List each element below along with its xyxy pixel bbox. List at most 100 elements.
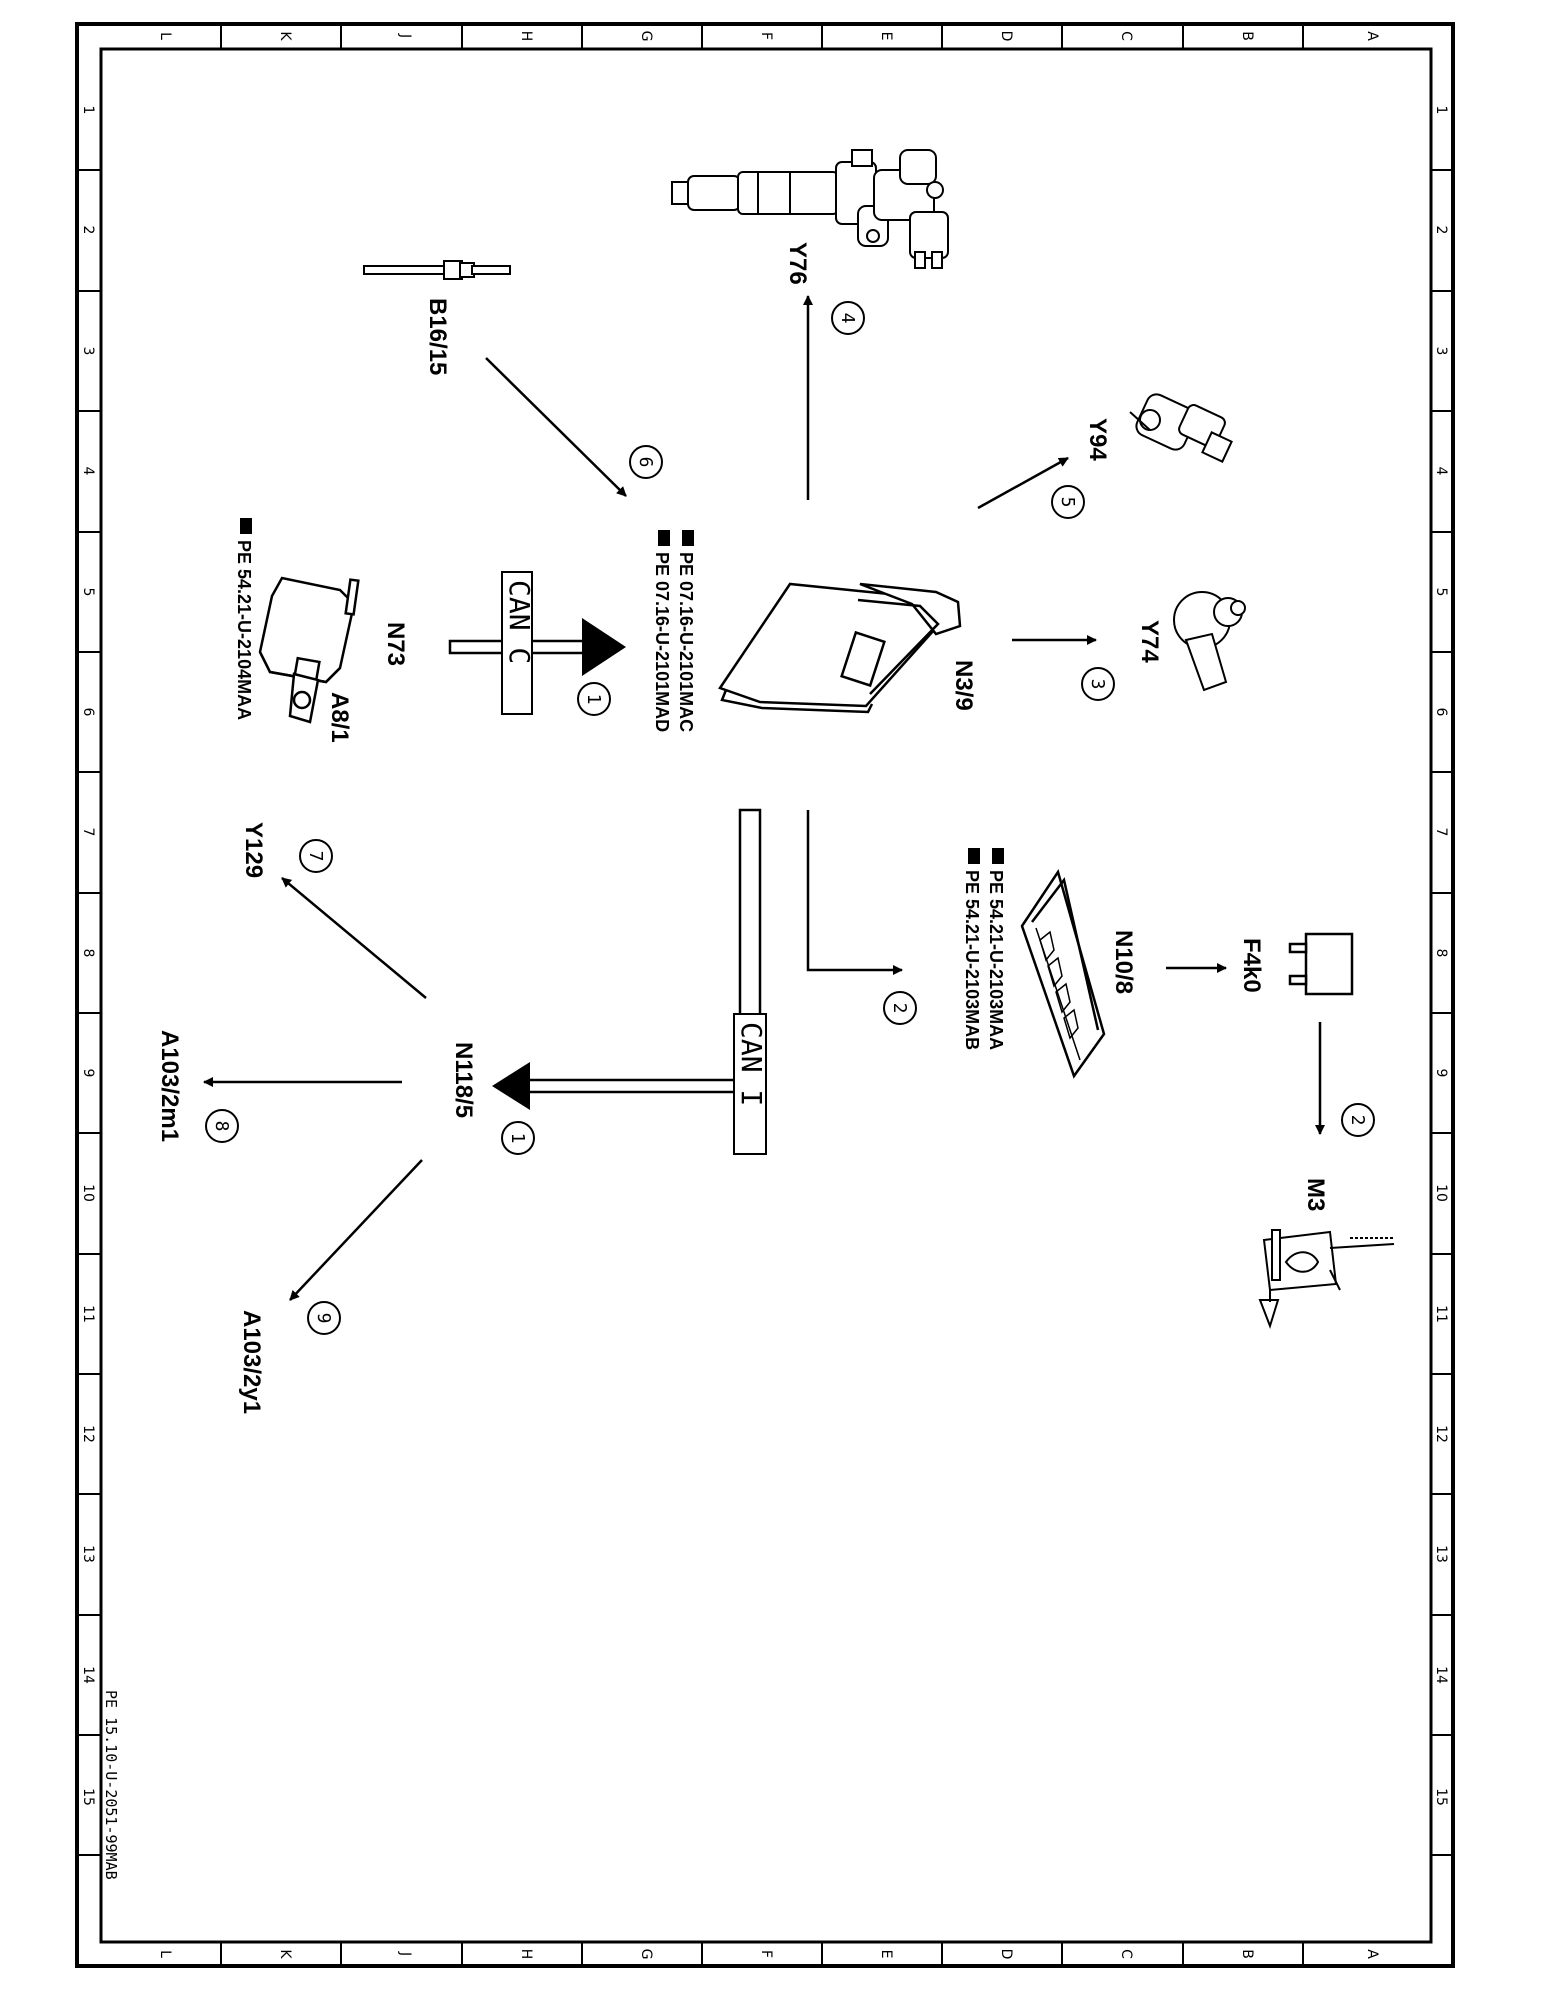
callout-number: 1: [583, 694, 604, 705]
callout-circle: [307, 1301, 341, 1335]
grid-letter-top: B: [1239, 31, 1255, 41]
can-i-label: CAN I: [735, 1022, 768, 1106]
grid-number-left: 14: [80, 1666, 96, 1684]
grid-number-left: 15: [80, 1788, 96, 1806]
arrow-to-a103-2y1: [289, 1159, 423, 1301]
callout-circle: [501, 1121, 535, 1155]
grid-number-left: 11: [80, 1305, 96, 1323]
callout-circle: [831, 301, 865, 335]
grid-letter-top: L: [157, 32, 173, 40]
callout-circle: [577, 682, 611, 716]
grid-number-right: 14: [1433, 1666, 1449, 1684]
pointing-hand-icon: [968, 848, 980, 864]
connection-lines: [203, 295, 1325, 1301]
grid-number-right: 2: [1433, 226, 1449, 235]
injector-y76-picture: [671, 149, 949, 269]
callout-number: 1: [507, 1133, 528, 1144]
grid-number-right: 6: [1433, 708, 1449, 717]
outer-frame: [75, 22, 1455, 1968]
grid-number-left: 6: [80, 708, 96, 717]
grid-number-left: 1: [80, 106, 96, 115]
grid-ticks: [77, 24, 1453, 1966]
label-a103-2y1: A103/2y1: [238, 1310, 265, 1414]
label-n3-9: N3/9: [950, 660, 977, 711]
grid-letter-bottom: B: [1239, 1949, 1255, 1959]
ref-n10-8-2[interactable]: PE 54.21-U-2103MAB: [962, 870, 982, 1050]
grid-number-left: 3: [80, 347, 96, 356]
grid-number-left: 8: [80, 949, 96, 958]
pointing-hand-icon: [682, 530, 694, 546]
callout-circle: [1081, 667, 1115, 701]
grid-letter-bottom: C: [1118, 1949, 1134, 1959]
callout-circle: [883, 991, 917, 1025]
ref-n3-9-2[interactable]: PE 07.16-U-2101MAD: [652, 552, 672, 732]
callout-number: 3: [1087, 679, 1108, 690]
grid-number-left: 5: [80, 588, 96, 597]
grid-letter-top: H: [518, 31, 534, 42]
label-n118-5: N118/5: [450, 1042, 477, 1118]
grid-number-right: 8: [1433, 949, 1449, 958]
grid-letter-bottom: G: [638, 1949, 654, 1960]
temp-sensor-b16-15-picture: [363, 260, 511, 280]
label-a8-1: A8/1: [326, 692, 353, 743]
grid-letter-bottom: L: [157, 1950, 173, 1958]
ref-n3-9-1[interactable]: PE 07.16-U-2101MAC: [676, 552, 696, 732]
grid-letter-bottom: K: [277, 1949, 293, 1959]
grid-letter-bottom: D: [998, 1949, 1014, 1960]
pointing-hand-icon: [658, 530, 670, 546]
grid-letter-top: E: [878, 32, 894, 41]
grid-letter-bottom: H: [518, 1949, 534, 1960]
ref-n10-8-1[interactable]: PE 54.21-U-2103MAA: [986, 870, 1006, 1050]
label-m3: M3: [1302, 1178, 1329, 1211]
can-c-label: CAN C: [503, 580, 536, 664]
grid-letter-top: D: [998, 31, 1014, 42]
label-f4k0: F4k0: [1238, 938, 1265, 993]
inner-frame: [99, 47, 1433, 1944]
grid-letter-bottom: E: [878, 1950, 894, 1959]
motor-m3-picture: [1258, 1229, 1395, 1330]
grid-number-right: 5: [1433, 588, 1449, 597]
label-y74: Y74: [1136, 620, 1163, 663]
grid-letter-top: C: [1118, 31, 1134, 41]
pressure-valve-y94-picture: [1129, 393, 1233, 463]
grid-letter-top: A: [1364, 31, 1380, 41]
grid-number-right: 7: [1433, 828, 1449, 837]
grid-number-right: 9: [1433, 1069, 1449, 1078]
grid-letter-bottom: F: [758, 1950, 774, 1958]
grid-number-left: 12: [80, 1425, 96, 1443]
relay-f4k0-picture: [1288, 932, 1354, 996]
grid-number-right: 12: [1433, 1425, 1449, 1443]
grid-number-left: 10: [80, 1184, 96, 1202]
label-n10-8: N10/8: [1110, 930, 1137, 994]
arrow-to-y94: [977, 456, 1069, 510]
grid-number-left: 2: [80, 226, 96, 235]
grid-number-left: 9: [80, 1069, 96, 1078]
grid-number-right: 15: [1433, 1788, 1449, 1806]
grid-number-left: 4: [80, 467, 96, 476]
callout-circle: [629, 445, 663, 479]
label-y129: Y129: [240, 822, 267, 878]
callout-circle: [1051, 485, 1085, 519]
grid-letter-bottom: J: [397, 1951, 413, 1956]
callout-number: 2: [1347, 1115, 1368, 1126]
grid-number-left: 7: [80, 828, 96, 837]
can-i-bus: CAN I: [492, 808, 768, 1155]
grid-letter-bottom: A: [1364, 1949, 1380, 1959]
can-c-bus: CAN C: [448, 571, 626, 715]
ref-n73[interactable]: PE 54.21-U-2104MAA: [234, 540, 254, 720]
callout-number: 2: [889, 1003, 910, 1014]
reference-notes: PE 07.16-U-2101MAC PE 07.16-U-2101MAD PE…: [234, 518, 1006, 1050]
callouts: [205, 301, 1375, 1335]
callout-number: 7: [305, 851, 326, 862]
pointing-hand-icon: [240, 518, 252, 534]
control-unit-n3-9-picture: [718, 582, 962, 714]
callout-number: 8: [211, 1121, 232, 1132]
drawing-id: PE 15.10-U-2051-99MAB: [102, 1690, 120, 1880]
grid-letter-top: G: [638, 31, 654, 42]
callout-circle: [205, 1109, 239, 1143]
callout-number: 5: [1057, 497, 1078, 508]
pointing-hand-icon: [992, 848, 1004, 864]
label-b16-15: B16/15: [424, 298, 451, 375]
sam-unit-n10-8-picture: [1020, 869, 1106, 1079]
